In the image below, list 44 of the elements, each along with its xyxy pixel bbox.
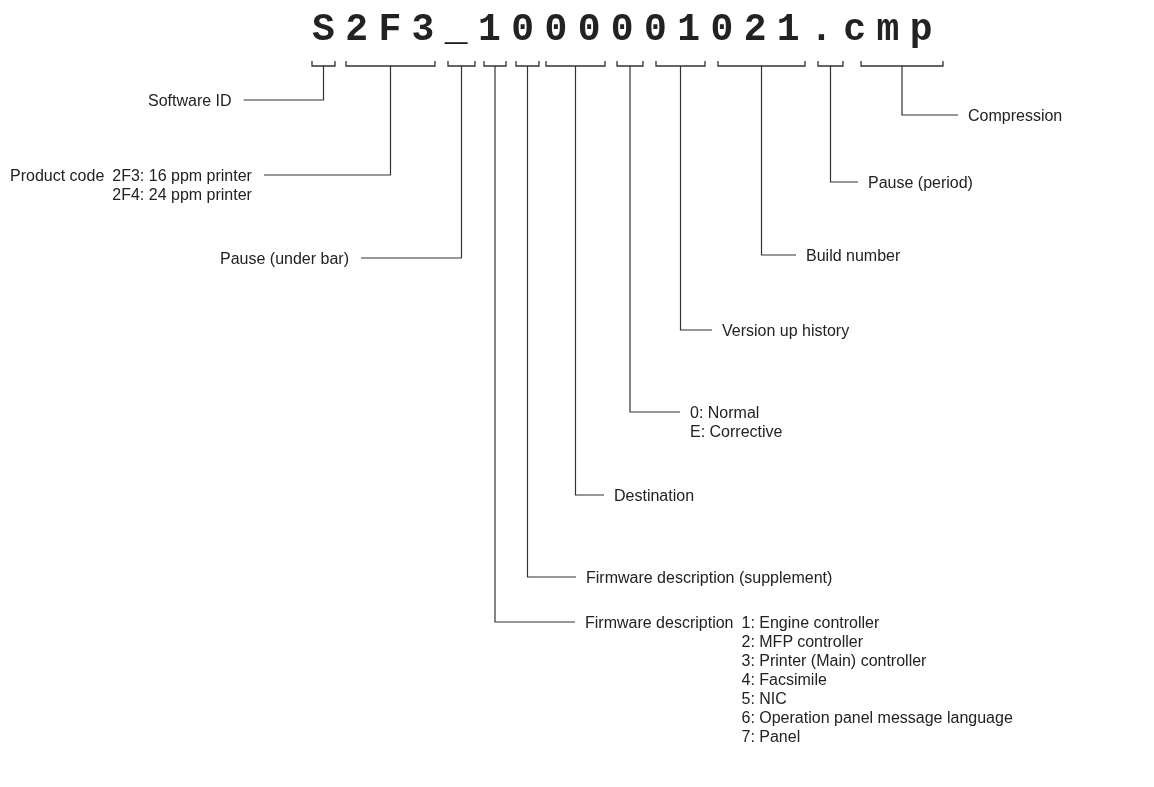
description-text: 7: Panel xyxy=(741,726,802,746)
bracket xyxy=(345,60,436,67)
leader-line xyxy=(494,65,576,623)
leader-line xyxy=(679,65,713,331)
description-text: 4: Facsimile xyxy=(741,669,828,689)
bracket xyxy=(717,60,806,67)
leader-line xyxy=(526,65,577,578)
bracket xyxy=(545,60,606,67)
description-text: 3: Printer (Main) controller xyxy=(741,650,928,670)
bracket xyxy=(616,60,644,67)
description-text: 0: Normal xyxy=(690,402,761,422)
leader-line xyxy=(263,65,392,176)
bracket xyxy=(447,60,476,67)
leader-line xyxy=(360,65,463,259)
leader-line xyxy=(629,65,681,413)
description-text: Version up history xyxy=(722,320,850,340)
leader-line xyxy=(760,65,797,256)
description-text: Pause (period) xyxy=(868,172,973,192)
bracket xyxy=(515,60,540,67)
leader-line xyxy=(829,65,859,183)
field-name: Firmware description xyxy=(585,612,734,633)
leader-line xyxy=(243,65,325,101)
description-text: Build number xyxy=(806,245,901,265)
description-text: Destination xyxy=(614,485,695,505)
description-text: 2F4: 24 ppm printer xyxy=(112,184,252,204)
bracket xyxy=(655,60,706,67)
description-text: 5: NIC xyxy=(741,688,788,708)
description-text: Pause (under bar) xyxy=(220,248,349,268)
file-name: S2F3_1000001021.cmp xyxy=(312,8,943,52)
description-text: 2F3: 16 ppm printer xyxy=(112,165,252,185)
description-text: Firmware description (supplement) xyxy=(586,567,833,587)
description-text: 1: Engine controller xyxy=(741,612,881,632)
bracket xyxy=(860,60,944,67)
bracket xyxy=(817,60,844,67)
description-text: 2: MFP controller xyxy=(741,631,864,651)
bracket xyxy=(311,60,336,67)
description-text: E: Corrective xyxy=(690,421,783,441)
bracket xyxy=(483,60,507,67)
leader-line xyxy=(901,65,959,116)
description-text: Compression xyxy=(968,105,1063,125)
description-text: 6: Operation panel message language xyxy=(741,707,1013,727)
description-text: Software ID xyxy=(148,90,232,110)
leader-line xyxy=(574,65,605,496)
field-name: Product code xyxy=(10,165,105,186)
